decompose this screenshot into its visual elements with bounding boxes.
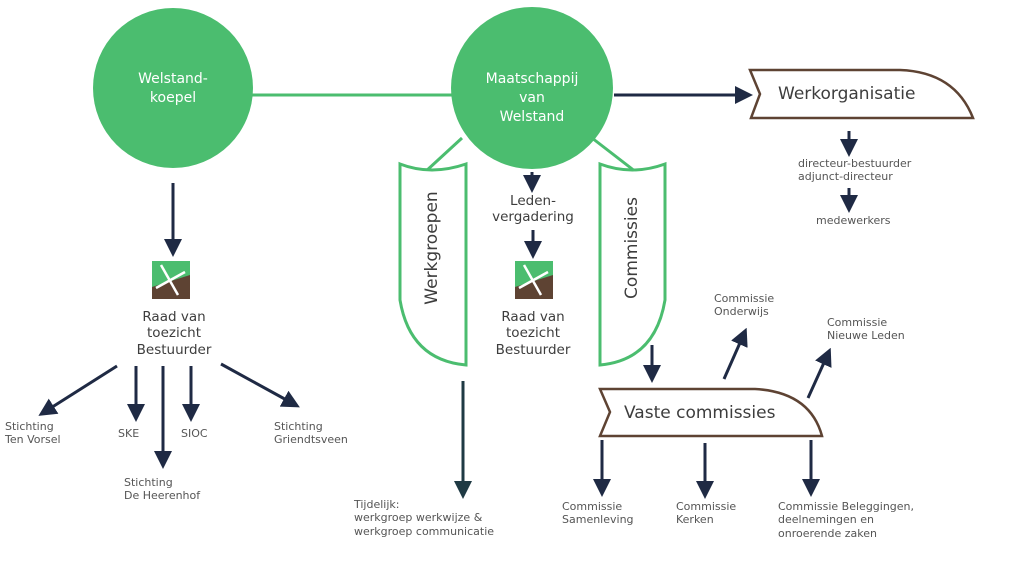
ledenvergadering-label: Leden- vergadering (492, 193, 574, 226)
directeur-label: directeur-bestuurder adjunct-directeur (798, 157, 912, 184)
vaste-commissies-label: Vaste commissies (624, 403, 776, 423)
commissie-onderwijs-label: Commissie Onderwijs (714, 292, 775, 319)
werkorganisatie-banner[interactable] (748, 68, 975, 120)
arrow-to-griendtsveen (220, 362, 300, 408)
raad-center-label: Raad van toezicht Bestuurder (495, 309, 571, 358)
commissies-shield[interactable] (598, 161, 667, 367)
connector-commissies (591, 136, 637, 174)
toezicht-cross-icon (152, 261, 190, 299)
arrow-to-ten-vorsel (38, 364, 118, 416)
commissie-samenleving-label: Commissie Samenleving (562, 500, 634, 527)
werkorganisatie-label: Werkorganisatie (778, 84, 916, 104)
connector-werkgroepen (423, 136, 464, 174)
arrow-to-nieuwe-leden (806, 347, 832, 399)
vaste-commissies-banner[interactable] (598, 387, 824, 438)
welstand-koepel-label: Welstand- koepel (138, 71, 208, 106)
werkgroepen-label: Werkgroepen (422, 191, 442, 305)
ske-label: SKE (118, 427, 140, 440)
commissie-nieuwe-leden-label: Commissie Nieuwe Leden (827, 316, 905, 343)
stichting-griendtsveen-label: Stichting Griendtsveen (274, 420, 348, 447)
commissie-kerken-label: Commissie Kerken (676, 500, 737, 527)
maatschappij-circle[interactable] (451, 7, 613, 169)
sioc-label: SIOC (181, 427, 208, 440)
werkgroepen-shield[interactable] (398, 161, 468, 367)
toezicht-cross-icon (515, 261, 553, 299)
stichting-ten-vorsel-label: Stichting Ten Vorsel (5, 420, 61, 447)
commissies-label: Commissies (622, 197, 642, 299)
arrow-to-onderwijs (722, 327, 748, 380)
welstand-koepel-circle[interactable] (93, 8, 253, 168)
medewerkers-label: medewerkers (816, 214, 891, 227)
maatschappij-label: Maatschappij van Welstand (485, 71, 579, 125)
commissie-beleggingen-label: Commissie Beleggingen, deelnemingen en o… (778, 500, 915, 540)
raad-left-label: Raad van toezicht Bestuurder (136, 309, 212, 358)
stichting-heerenhof-label: Stichting De Heerenhof (124, 476, 201, 503)
tijdelijk-label: Tijdelijk: werkgroep werkwijze & werkgro… (354, 498, 495, 538)
